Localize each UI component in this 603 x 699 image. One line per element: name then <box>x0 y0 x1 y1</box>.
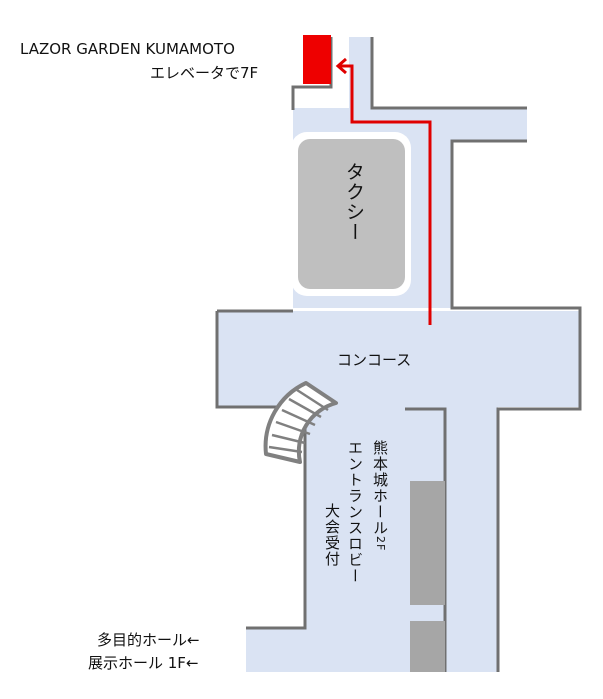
pillar-lower <box>410 621 445 672</box>
wall-hall-left <box>246 407 307 630</box>
escalator-icon <box>263 381 338 464</box>
multipurpose-hall-label: 多目的ホール← <box>97 631 200 649</box>
exhibition-hall-label: 展示ホール 1F← <box>88 654 199 672</box>
hall-main-label: 熊本城ホール2F <box>371 440 389 552</box>
wall-upper-right <box>370 37 527 110</box>
route-line <box>338 64 432 325</box>
hall-floor-label: 2F <box>374 536 387 552</box>
lower-hall-floor <box>246 407 498 672</box>
concourse-floor <box>217 311 580 407</box>
pillars <box>410 481 445 672</box>
pillar-upper <box>410 481 445 605</box>
destination-sub: エレベータで7F <box>150 64 259 82</box>
taxi-area <box>291 132 411 296</box>
route-arrowhead <box>335 57 347 75</box>
taxi-area-fill <box>298 139 405 289</box>
destination-name: LAZOR GARDEN KUMAMOTO <box>20 40 235 58</box>
entrance-lobby-label: エントランスロビー <box>346 440 364 584</box>
taxi-label: タクシー <box>343 162 365 242</box>
wall-right-alcove <box>450 139 582 672</box>
concourse-label: コンコース <box>337 351 412 369</box>
destination-marker <box>303 35 331 84</box>
tournament-reception-label: 大会受付 <box>323 503 341 567</box>
